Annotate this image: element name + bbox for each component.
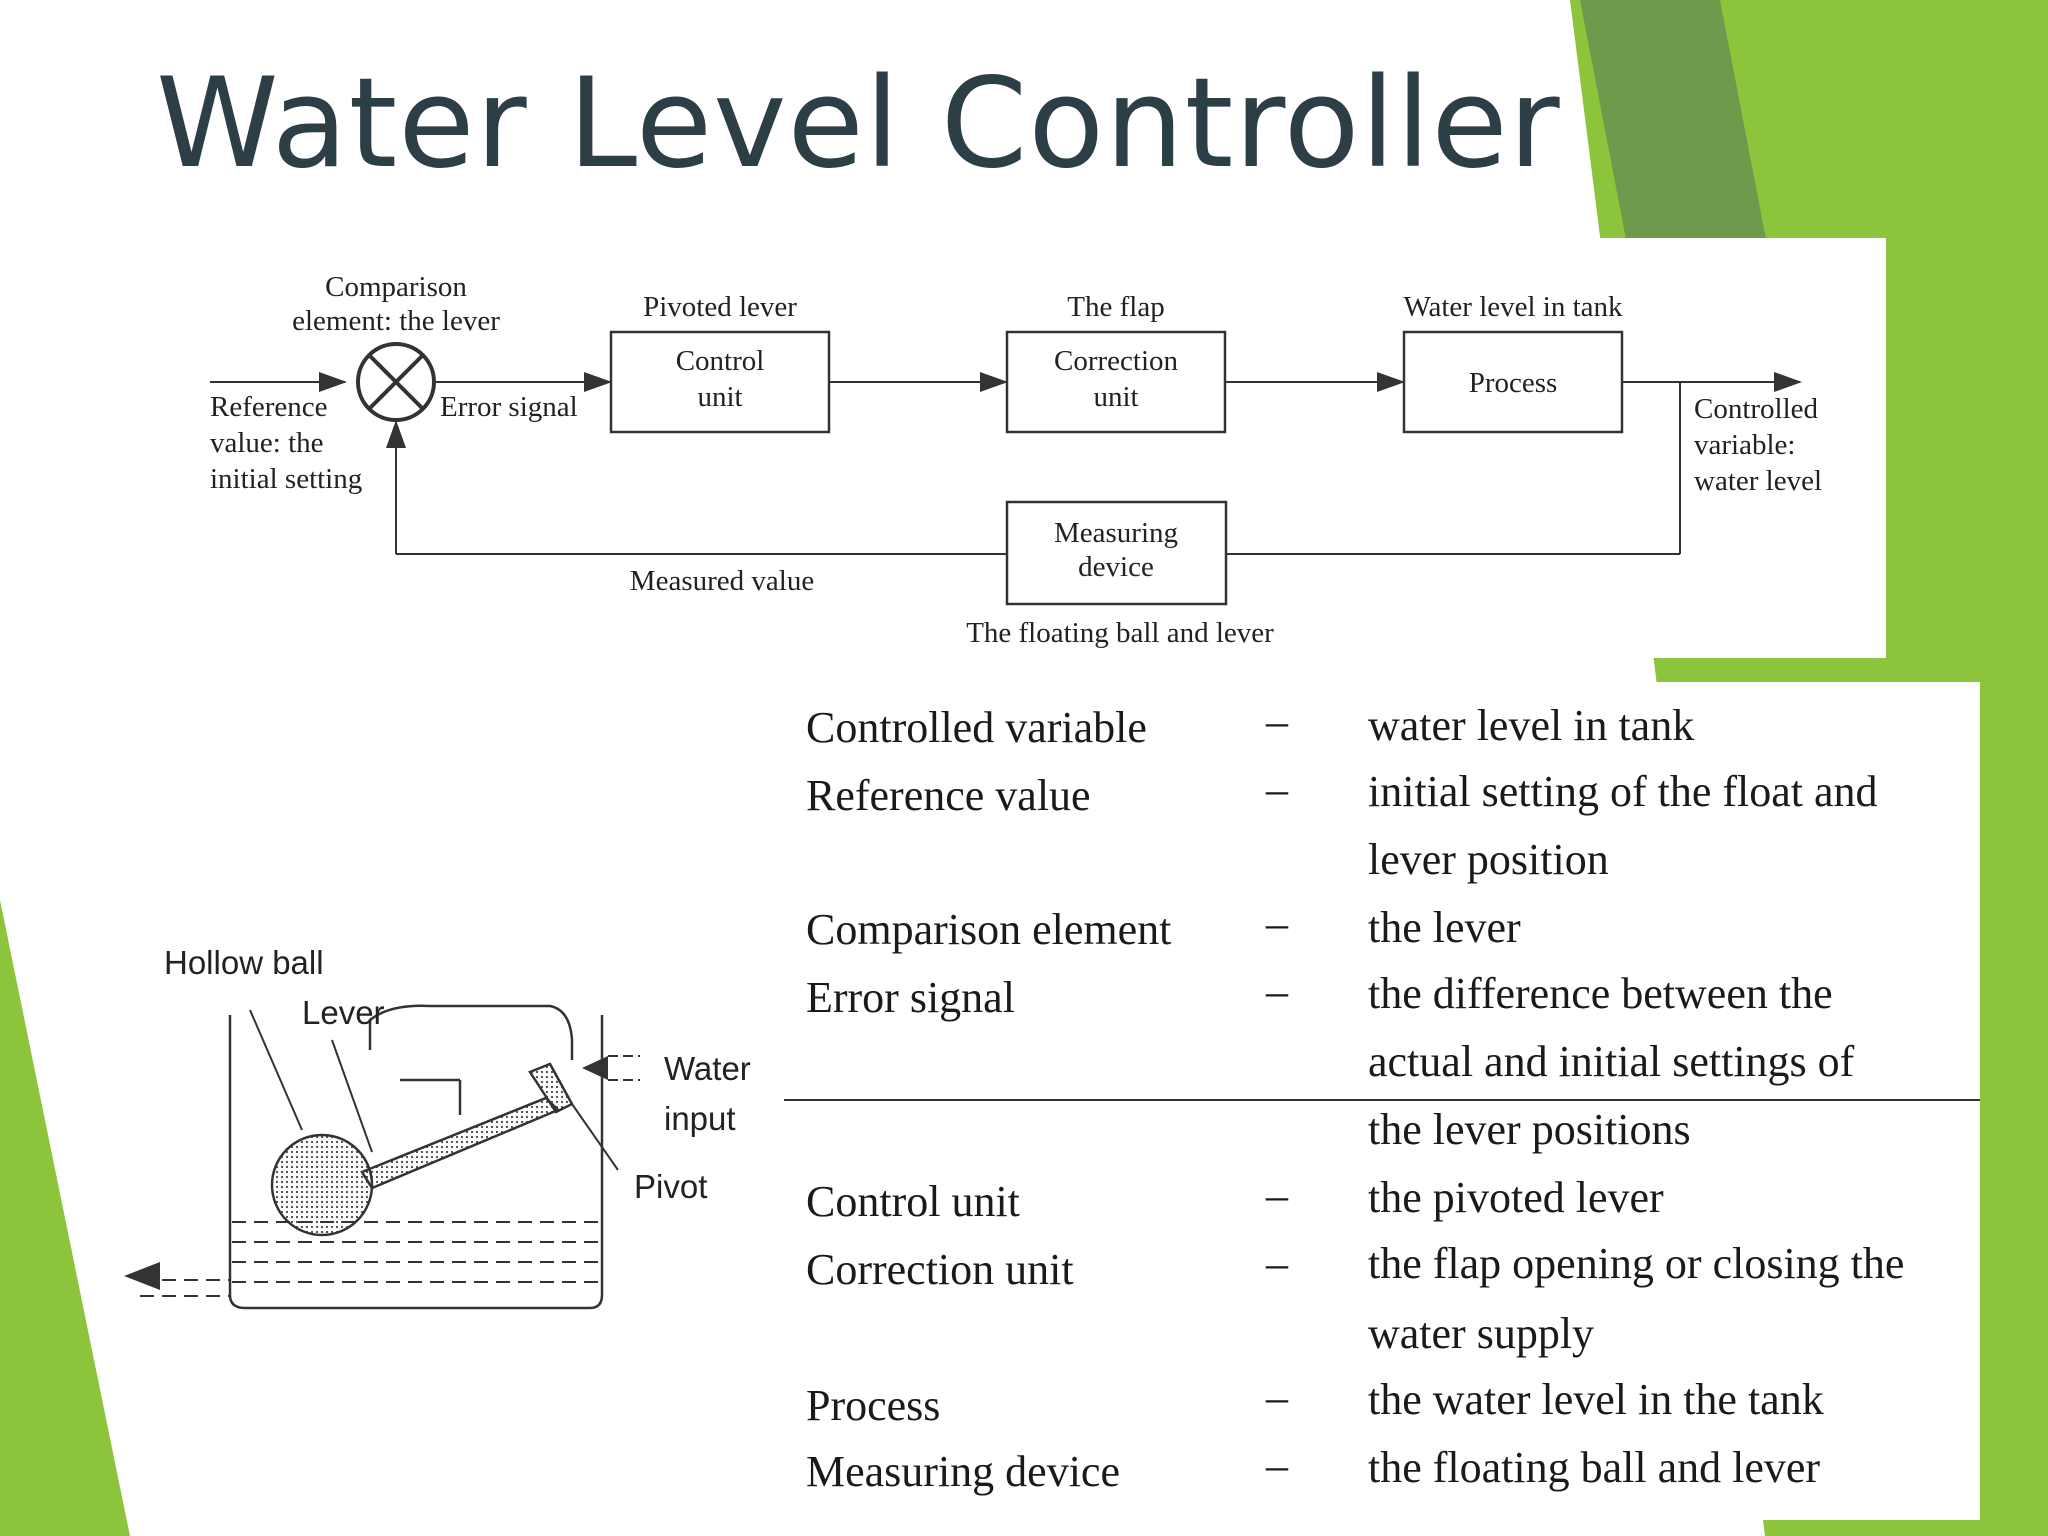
dash: – bbox=[1266, 765, 1288, 814]
hollow-ball-label: Hollow ball bbox=[164, 944, 324, 981]
the-flap-label: The flap bbox=[1067, 291, 1164, 323]
def-process: the water level in the tank bbox=[1368, 1375, 1824, 1424]
block-diagram-panel: Comparison element: the lever Reference … bbox=[170, 238, 1886, 658]
def-correction-unit-1: the flap opening or closing the bbox=[1368, 1239, 1905, 1288]
reference-label-3: initial setting bbox=[210, 463, 362, 495]
term-control-unit: Control unit bbox=[806, 1177, 1020, 1226]
def-correction-unit-2: water supply bbox=[1368, 1309, 1595, 1358]
dash: – bbox=[1266, 967, 1288, 1016]
term-comparison-element: Comparison element bbox=[806, 905, 1172, 954]
slide-title: Water Level Controller bbox=[156, 52, 1561, 196]
def-measuring-device: the floating ball and lever bbox=[1368, 1443, 1821, 1492]
outlet-arrow-icon bbox=[124, 1262, 160, 1290]
def-reference-value-2: lever position bbox=[1368, 835, 1609, 884]
water-level-in-tank-label: Water level in tank bbox=[1403, 291, 1623, 323]
inlet-housing bbox=[368, 1004, 574, 1060]
def-error-signal-3: the lever positions bbox=[1368, 1105, 1691, 1154]
dash: – bbox=[1266, 1239, 1288, 1288]
term-measuring-device: Measuring device bbox=[806, 1447, 1120, 1496]
def-control-unit: the pivoted lever bbox=[1368, 1173, 1664, 1222]
measuring-device-label-2: device bbox=[1078, 551, 1154, 583]
green-left-shape bbox=[0, 900, 130, 1536]
reference-label-1: Reference bbox=[210, 391, 328, 423]
error-signal-label: Error signal bbox=[440, 391, 578, 423]
divider-line bbox=[784, 1099, 1980, 1101]
measuring-device-label-1: Measuring bbox=[1054, 517, 1178, 549]
dash: – bbox=[1266, 1373, 1288, 1422]
tank-sketch: Hollow ball Lever Water input Pivot bbox=[124, 944, 751, 1310]
controlled-variable-label-2: variable: bbox=[1694, 429, 1795, 461]
inlet-arrow-icon bbox=[582, 1056, 608, 1080]
green-dark-shape bbox=[1580, 0, 1770, 260]
term-correction-unit: Correction unit bbox=[806, 1245, 1074, 1294]
hollow-ball bbox=[270, 1133, 374, 1237]
def-error-signal-1: the difference between the bbox=[1368, 969, 1833, 1018]
comparison-label-2: element: the lever bbox=[292, 305, 500, 337]
def-comparison-element: the lever bbox=[1368, 903, 1521, 952]
controlled-variable-label-3: water level bbox=[1694, 465, 1822, 497]
floating-ball-label: The floating ball and lever bbox=[966, 617, 1274, 649]
dash: – bbox=[1266, 1441, 1288, 1490]
process-label: Process bbox=[1469, 367, 1558, 399]
dash: – bbox=[1266, 1171, 1288, 1220]
control-unit-label-2: unit bbox=[697, 381, 742, 413]
comparison-label-1: Comparison bbox=[325, 271, 467, 303]
measured-value-label: Measured value bbox=[630, 565, 814, 597]
pivot-label: Pivot bbox=[634, 1168, 707, 1205]
pivoted-lever-label: Pivoted lever bbox=[643, 291, 797, 323]
controlled-variable-label-1: Controlled bbox=[1694, 393, 1819, 425]
tank-outline bbox=[228, 1015, 604, 1310]
term-process: Process bbox=[806, 1381, 941, 1430]
def-reference-value-1: initial setting of the float and bbox=[1368, 767, 1878, 816]
term-error-signal: Error signal bbox=[806, 973, 1015, 1022]
def-controlled-variable: water level in tank bbox=[1368, 701, 1695, 750]
term-controlled-variable: Controlled variable bbox=[806, 703, 1147, 752]
dash: – bbox=[1266, 899, 1288, 948]
correction-unit-label-1: Correction bbox=[1054, 345, 1179, 377]
correction-unit-label-2: unit bbox=[1093, 381, 1138, 413]
block-diagram: Comparison element: the lever Reference … bbox=[210, 271, 1822, 649]
definitions-table bbox=[784, 682, 1980, 1520]
water-input-label-2: input bbox=[664, 1100, 736, 1137]
tank-sketch-panel: Hollow ball Lever Water input Pivot bbox=[110, 940, 790, 1320]
reference-label-2: value: the bbox=[210, 427, 324, 459]
water-input-label-1: Water bbox=[664, 1050, 751, 1087]
def-error-signal-2: actual and initial settings of bbox=[1368, 1037, 1855, 1086]
term-reference-value: Reference value bbox=[806, 771, 1091, 820]
control-unit-label-1: Control bbox=[676, 345, 765, 377]
dash: – bbox=[1266, 697, 1288, 746]
lever-label: Lever bbox=[302, 994, 385, 1031]
